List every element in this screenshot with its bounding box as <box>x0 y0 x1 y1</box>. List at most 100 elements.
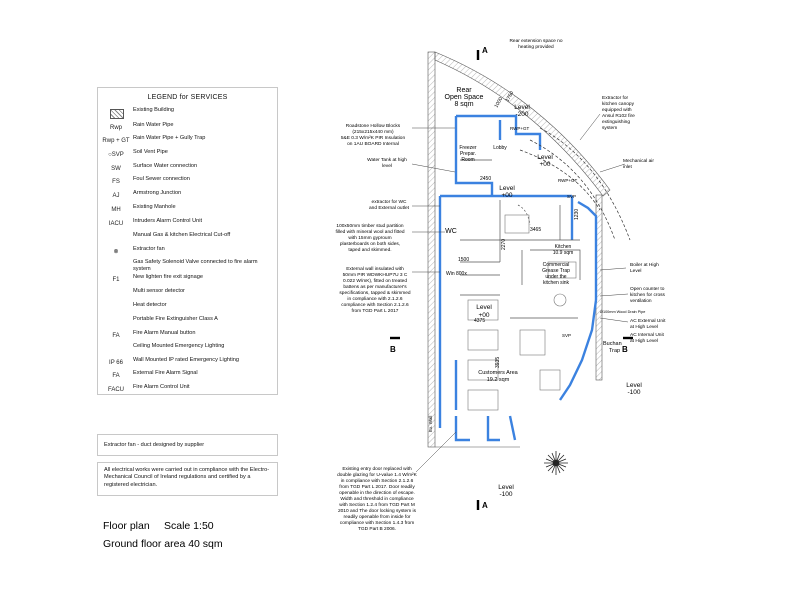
electrical-note-text: All electrical works were carried out in… <box>104 467 270 488</box>
level-bottom-1: Level <box>498 484 514 491</box>
legend-label: Fire Alarm Control Unit <box>133 384 190 390</box>
level-lobby-1: Level <box>537 154 553 161</box>
svp-tag-1: SVP <box>567 194 576 199</box>
fire-alarm-control-icon: FACU <box>107 387 124 393</box>
extractor-note: Extractor fan - duct designed by supplie… <box>97 434 278 456</box>
dimension-labels: 1000 1750 2450 1500 3465 4375 3935 2270 … <box>458 90 580 368</box>
entry-door-note: with Section 1.2.4 from TGD Part M <box>339 502 415 508</box>
dim-4375: 4375 <box>474 318 485 324</box>
legend-row: Gas Safety Solenoid Valve connected to f… <box>98 259 277 272</box>
entry-door-note: 2010 and The door locking system is <box>338 508 417 514</box>
north-arrow-icon <box>544 451 568 475</box>
floor-plan-title: Floor plan <box>103 520 150 532</box>
level-labels: Level -200 Level +00 Level +00 Level +00… <box>476 104 642 498</box>
legend-row: IP 66 Wall Mounted IP rated Emergency Lig… <box>98 357 277 370</box>
legend-label: Multi sensor detector <box>133 288 185 294</box>
extractor-wc-note: extractor for WC <box>372 199 407 205</box>
extractor-fan-icon: ⊗ <box>113 249 119 255</box>
external-wall-note: in compliance with 2.1.2.6 <box>347 296 403 302</box>
external-wall-note: compliance with Section 2.1.2.6 <box>341 302 409 308</box>
kitchen-area: 10.9 sqm <box>553 250 574 256</box>
fire-alarm-button-icon: FA <box>112 333 120 339</box>
customers-area-size: 19.2 sqm <box>487 377 510 383</box>
external-wall-note: 50mm PIR WDWKHUP7U 3 C <box>343 272 408 278</box>
kitchen-extractor-note: kitchen canopy <box>602 101 635 107</box>
drain-pipe-tag: Ø100mm Wood Drain Pipe <box>600 310 645 314</box>
section-b-left-label: B <box>390 345 396 354</box>
entry-door-note: Width and threshold in compliance <box>340 496 414 502</box>
legend-label: Foul Sewer connection <box>133 176 190 182</box>
legend-label: New lighten fire exit signage <box>133 274 203 280</box>
legend-label: Rain Water Pipe + Gully Trap <box>133 135 206 141</box>
lobby-label: Lobby <box>493 145 507 151</box>
entry-door-note: readily openable from inside for <box>344 514 411 520</box>
level-right-1: Level <box>626 382 642 389</box>
boiler-note: Boiler at High <box>630 262 659 268</box>
leader-lines <box>411 113 629 473</box>
ventilation-paths <box>519 127 631 241</box>
ac-internal-note: AC Internal Unit <box>630 332 665 338</box>
external-wall-note: 0.022 W/mK), fitted on treated <box>343 278 407 284</box>
kitchen-extractor-note: extinguishing <box>602 119 630 125</box>
legend-row: Manual Gas & kitchen Electrical Cut-off <box>98 232 277 245</box>
entry-door-note: Existing entry door replaced with <box>342 466 412 472</box>
room-labels: Rear Open Space 8 sqm Freezer Prepar. Ro… <box>445 87 574 383</box>
freezer-label-1: Freezer <box>459 145 477 151</box>
partition-note: plasterboards on both sides, <box>340 241 400 247</box>
mech-air-note: inlet <box>623 164 632 170</box>
foul-sewer-icon: FS <box>112 179 120 185</box>
section-a-bottom-label: A <box>482 501 488 510</box>
svp-tag-2: SVP <box>562 333 571 338</box>
rear-extension-note: heating provided <box>518 44 554 50</box>
wall-emergency-light-icon: IP 66 <box>109 360 123 366</box>
entry-door-note: openable in the direction of escape. <box>339 490 415 496</box>
hatched-box-icon <box>110 109 124 119</box>
dim-1500: 1500 <box>458 257 469 263</box>
extractor-wc-note: and External outlet <box>369 205 410 211</box>
legend-label: External Fire Alarm Signal <box>133 370 198 376</box>
legend-row: FACU Fire Alarm Control Unit <box>98 384 277 397</box>
entry-door-note: double glazing for U-value 1.4 W/m²K <box>337 472 418 478</box>
freezer-label-2: Prepar. <box>460 151 476 157</box>
dim-2450: 2450 <box>480 176 491 182</box>
partition-note: 100x50mm timber stud partition <box>336 223 404 229</box>
insulated-walls <box>438 114 598 442</box>
ac-external-note: at High Level <box>630 324 658 330</box>
dim-3465: 3465 <box>530 227 541 233</box>
counter-note: ventilation <box>630 298 652 304</box>
legend-row: Existing Building <box>98 107 277 120</box>
legend-row: MH Existing Manhole <box>98 204 277 217</box>
legend-label: Wall Mounted IP rated Emergency Lighting <box>133 357 240 363</box>
rwp-tag-1: RWP+GT <box>510 126 530 131</box>
ex-wall-tag: Ex. Wall <box>428 416 433 432</box>
manhole-icon: MH <box>111 207 121 213</box>
dim-3935: 3935 <box>495 357 501 368</box>
legend-label: Gas Safety Solenoid Valve connected to f… <box>133 259 258 272</box>
partition-note: with 15mm gyproum <box>348 235 391 241</box>
rear-open-space-label-2: Open Space <box>445 94 484 101</box>
legend-label: Extractor fan <box>133 246 165 252</box>
level-main-2: +00 <box>478 312 489 319</box>
rear-open-space-area: 8 sqm <box>454 101 473 108</box>
section-b-right-label: B <box>622 345 628 354</box>
customers-area-label: Customers Area <box>478 370 518 376</box>
extractor-note-text: Extractor fan - duct designed by supplie… <box>104 442 205 448</box>
section-a-top-label: A <box>482 46 488 55</box>
entry-door-note: compliance with Section 1.4.3 from <box>340 520 414 526</box>
grease-trap-2: Grease Trap <box>542 268 570 274</box>
buchan-trap-2: Trap <box>609 348 620 354</box>
grease-trap-4: kitchen sink <box>543 280 570 286</box>
legend-label: Existing Manhole <box>133 204 176 210</box>
level-lobby-2: +00 <box>539 161 550 168</box>
freezer-label-3: Room <box>461 157 474 163</box>
level-mid-2: +00 <box>501 192 512 199</box>
legend-row: Portable Fire Extinguisher Class A <box>98 316 277 329</box>
dim-1750: 1750 <box>505 90 516 103</box>
